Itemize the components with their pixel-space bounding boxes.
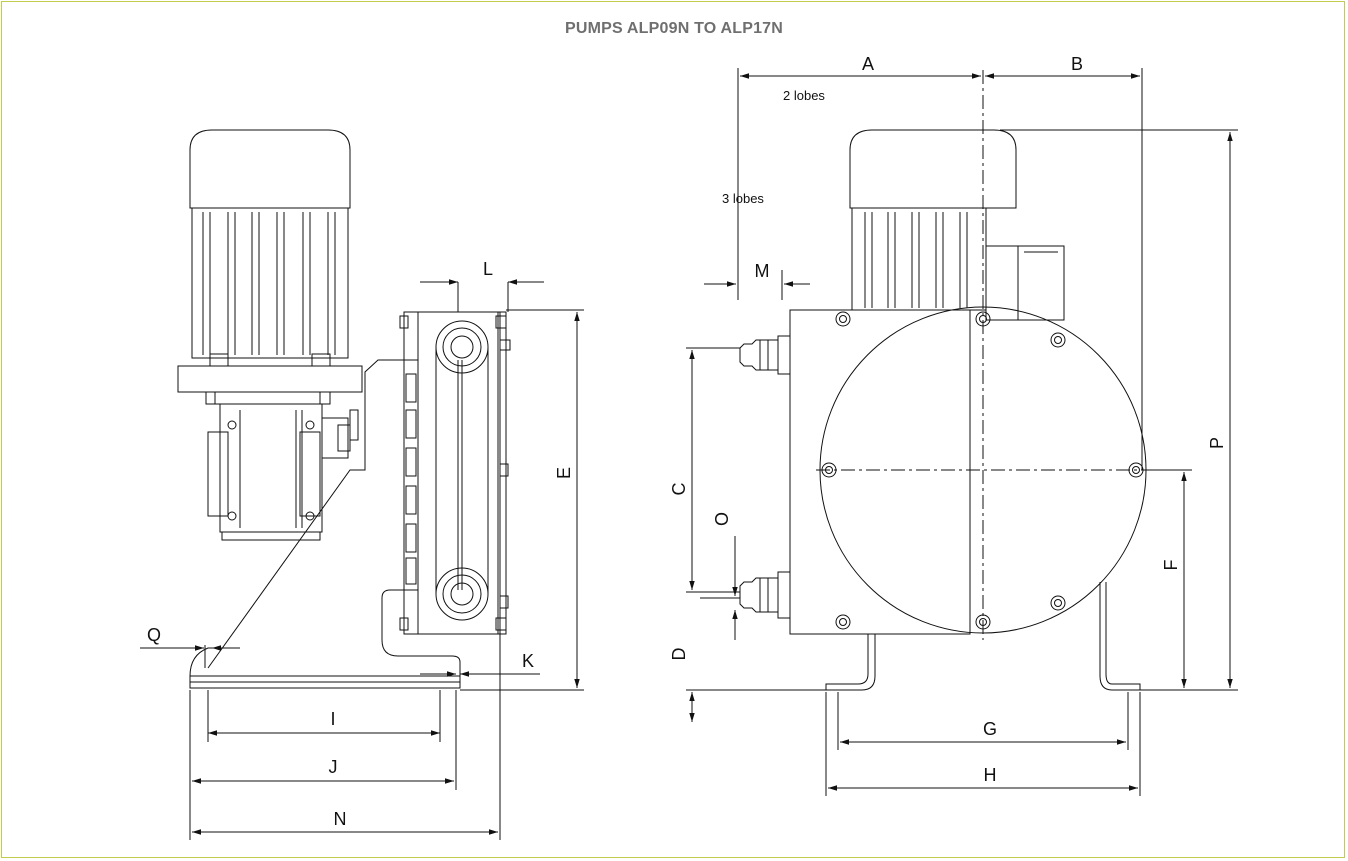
- motor-fins: [202, 212, 336, 355]
- note-3-lobes: 3 lobes: [722, 191, 764, 206]
- note-2-lobes: 2 lobes: [783, 88, 825, 103]
- left-foot: [825, 634, 876, 691]
- dim-label-i: I: [330, 709, 335, 729]
- dim-label-a: A: [862, 54, 874, 74]
- dim-label-b: B: [1071, 54, 1083, 74]
- dim-label-h: H: [984, 765, 997, 785]
- dim-label-c: C: [669, 483, 689, 496]
- motor-flange: [177, 365, 363, 393]
- dim-label-j: J: [329, 757, 338, 777]
- dim-label-k: K: [522, 651, 534, 671]
- dim-label-e: E: [554, 467, 574, 479]
- dim-label-n: N: [334, 809, 347, 829]
- dim-label-o: O: [712, 512, 732, 526]
- dim-label-m: M: [755, 261, 770, 281]
- front-view: [739, 70, 1150, 691]
- dim-label-f: F: [1161, 560, 1181, 571]
- front-motor-cover: [849, 129, 1017, 209]
- bracket: [207, 359, 404, 669]
- dim-label-g: G: [983, 719, 997, 739]
- dim-label-q: Q: [147, 625, 161, 645]
- inlet-barb: [739, 339, 778, 371]
- dim-label-d: D: [669, 648, 689, 661]
- side-view: [177, 129, 511, 689]
- drawing-title: PUMPS ALP09N TO ALP17N: [564, 20, 784, 37]
- motor-fan-cover: [189, 129, 351, 209]
- terminal-box: [985, 245, 1065, 321]
- outlet-barb: [739, 577, 778, 613]
- motor-body: [191, 207, 349, 359]
- dim-label-p: P: [1207, 437, 1227, 449]
- dim-label-l: L: [483, 259, 493, 279]
- right-foot: [1099, 582, 1141, 691]
- pump-housing: [789, 309, 971, 635]
